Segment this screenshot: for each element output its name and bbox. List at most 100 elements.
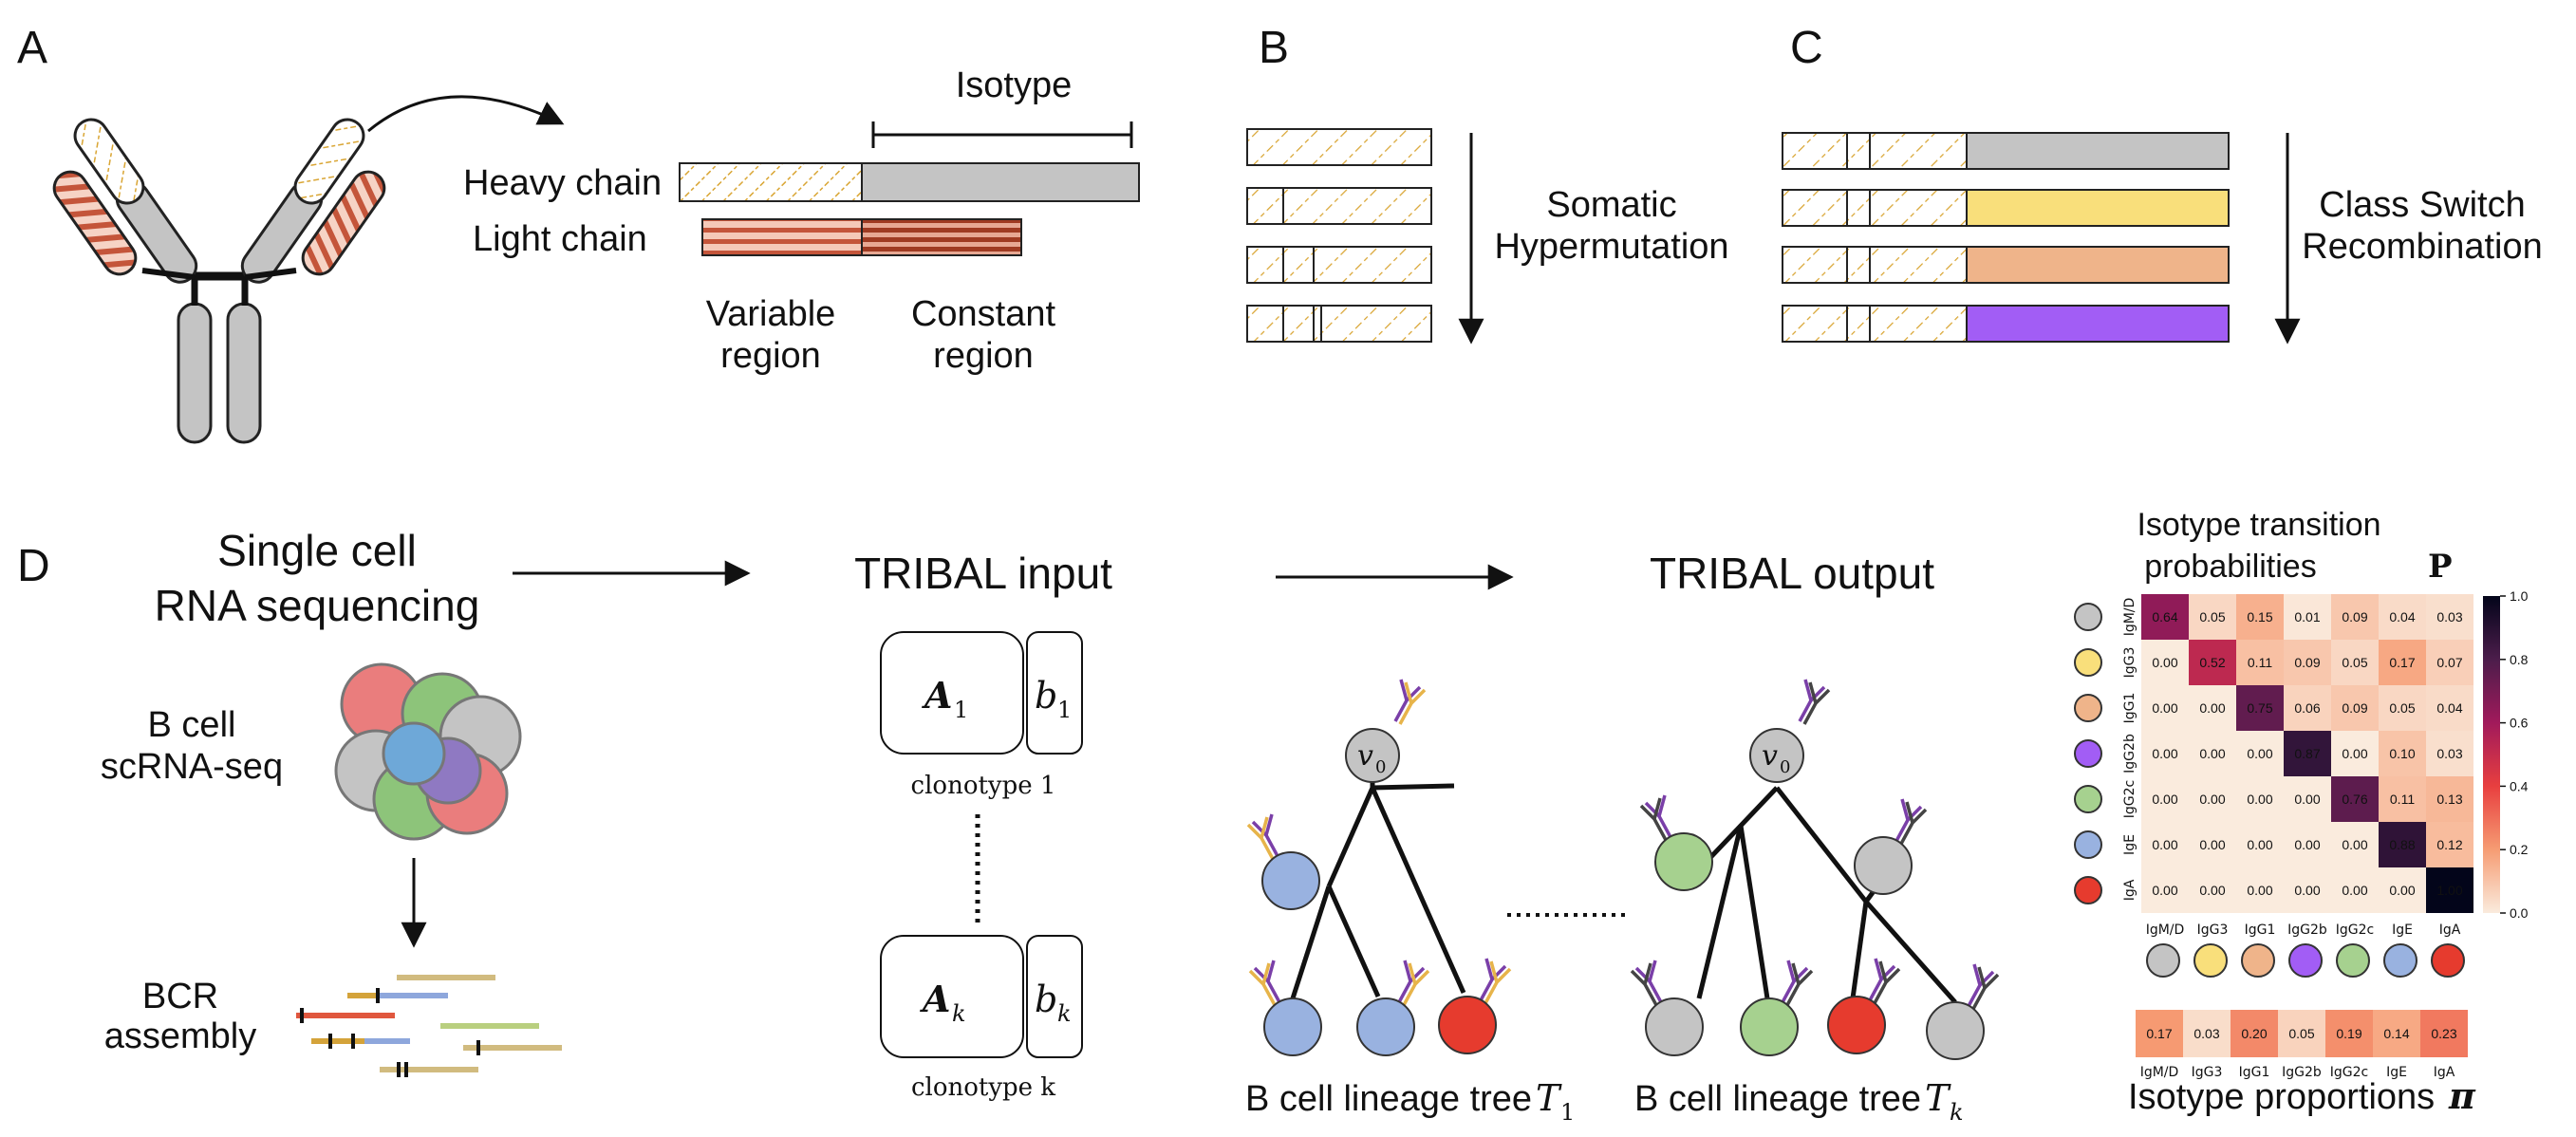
heatmap-cell [2189,640,2236,685]
heatmap-value: 0.00 [2389,883,2415,898]
vector-k-sub: k [1057,1000,1072,1027]
variable-region-label-2: region [720,336,821,376]
lineage-tree-k: v 0 [1630,679,2000,1060]
panel-c-letter: C [1790,23,1823,73]
heatmap-row-swatch [2074,739,2102,768]
bcr-reads [296,975,562,1077]
heatmap-cell [2331,776,2379,822]
panel-d: D Single cell RNA sequencing B cell scRN… [17,526,2000,1126]
antibody-glyph [1781,960,1814,1006]
colorbar-tick: 0.0 [2510,905,2529,921]
heatmap-cell [2236,867,2284,913]
bcell-label-2: scRNA-seq [101,747,283,787]
heatmap-value: 0.00 [2152,700,2177,716]
heatmap-value: 0.05 [2389,700,2415,716]
heatmap-value: 0.07 [2436,655,2462,670]
heatmap-value: 0.03 [2436,746,2462,761]
heatmap-value: 0.00 [2342,837,2367,852]
heatmap-cell [2331,731,2379,776]
tree-1-label: B cell lineage tree [1245,1079,1532,1119]
proportion-cell [2325,1010,2373,1057]
heatmap-ytick: IgG2c [2122,780,2137,818]
csr-label-2: Recombination [2302,227,2542,267]
heatmap-cell [2236,685,2284,731]
proportion-cell [2231,1010,2278,1057]
heatmap-cell [2284,594,2331,640]
heatmap-title-1: Isotype transition [2137,507,2380,543]
proportion-xtick: IgG2c [2330,1065,2368,1080]
heatmap-row-swatch [2074,876,2102,904]
csr-constant-segment-IgG2b [1966,305,2230,343]
light-chain-bar [701,218,1022,256]
vector-1-sub: 1 [1057,697,1072,723]
antibody-glyph [1393,679,1427,725]
antibody-glyph [1895,798,1928,845]
csr-bars [1782,132,2230,343]
proportion-xtick: IgG2b [2282,1065,2322,1080]
heatmap-xtick: IgG1 [2245,923,2276,938]
heatmap-cell [2426,594,2473,640]
heatmap-cell [2426,822,2473,867]
heatmap-cell [2284,776,2331,822]
heatmap-cell [2379,776,2426,822]
heatmap-ytick: IgE [2122,834,2137,855]
heatmap-value: 0.00 [2247,883,2272,898]
tree-k-sub: k [1950,1099,1964,1126]
variable-region-label-1: Variable [706,294,836,334]
cell-cluster [334,662,522,841]
heatmap-cell [2379,731,2426,776]
proportion-xtick: IgA [2434,1065,2455,1080]
heatmap-row-swatch [2074,648,2102,677]
heatmap-value: 0.88 [2389,837,2415,852]
tree-k-nodes [1630,679,2000,1060]
heatmap-value: 0.15 [2247,609,2272,624]
proportion-xtick: IgG1 [2239,1065,2270,1080]
heatmap-cell [2141,594,2189,640]
tree-k-node-IgG2c [1740,997,1799,1056]
heatmap-ytick: IgG3 [2122,647,2137,679]
antibody-glyph [1479,958,1512,1004]
matrix-k-label: A [920,978,950,1020]
heatmap-cell [2189,776,2236,822]
heatmap-cell [2426,685,2473,731]
constant-region-label-2: region [933,336,1034,376]
heatmap-cell [2379,822,2426,867]
antibody-glyph [1798,679,1831,725]
antibody-glyph [1246,813,1279,860]
heatmap-xtick: IgE [2392,923,2413,938]
heatmap-value: 0.05 [2199,609,2225,624]
tree-k-node-IgMD [1926,1001,1985,1060]
antibody-glyph [1397,960,1430,1006]
heatmap-value: 0.00 [2152,746,2177,761]
heatmap-cell [2331,685,2379,731]
heatmap-cell [2236,640,2284,685]
tree-k-node-IgMD [1645,997,1704,1056]
proportion-xtick: IgM/D [2140,1065,2179,1080]
tree-1-nodes [1246,679,1512,1056]
heatmap-cell [2141,822,2189,867]
proportion-cell [2183,1010,2231,1057]
proportion-value: 0.05 [2288,1026,2314,1041]
heatmap-value: 0.06 [2294,700,2320,716]
heatmap-value: 0.52 [2199,655,2225,670]
heatmap-value: 0.12 [2436,837,2462,852]
tree-1-node-IgA [1438,996,1497,1054]
heatmap-value: 0.00 [2247,746,2272,761]
scrna-title-2: RNA sequencing [155,581,480,630]
heatmap-cell [2331,867,2379,913]
csr-variable-segment [1782,189,1968,227]
heatmap-value: 0.10 [2389,746,2415,761]
clonotype-k-label: clonotype k [911,1073,1055,1102]
panel-b-letter: B [1259,23,1289,73]
panel-d-letter: D [17,541,50,591]
isotype-legend-circle [2241,943,2275,978]
isotype-legend-circle [2336,943,2370,978]
heatmap-cell [2236,776,2284,822]
heatmap-title-2: probabilities [2144,549,2316,585]
tree-k-label: B cell lineage tree [1634,1079,1921,1119]
heatmap-value: 0.11 [2390,792,2415,807]
heatmap-value: 0.00 [2294,883,2320,898]
heatmap-value: 0.75 [2247,700,2272,716]
csr-constant-segment-IgG1 [1966,246,2230,284]
heatmap-value: 0.01 [2294,609,2320,624]
